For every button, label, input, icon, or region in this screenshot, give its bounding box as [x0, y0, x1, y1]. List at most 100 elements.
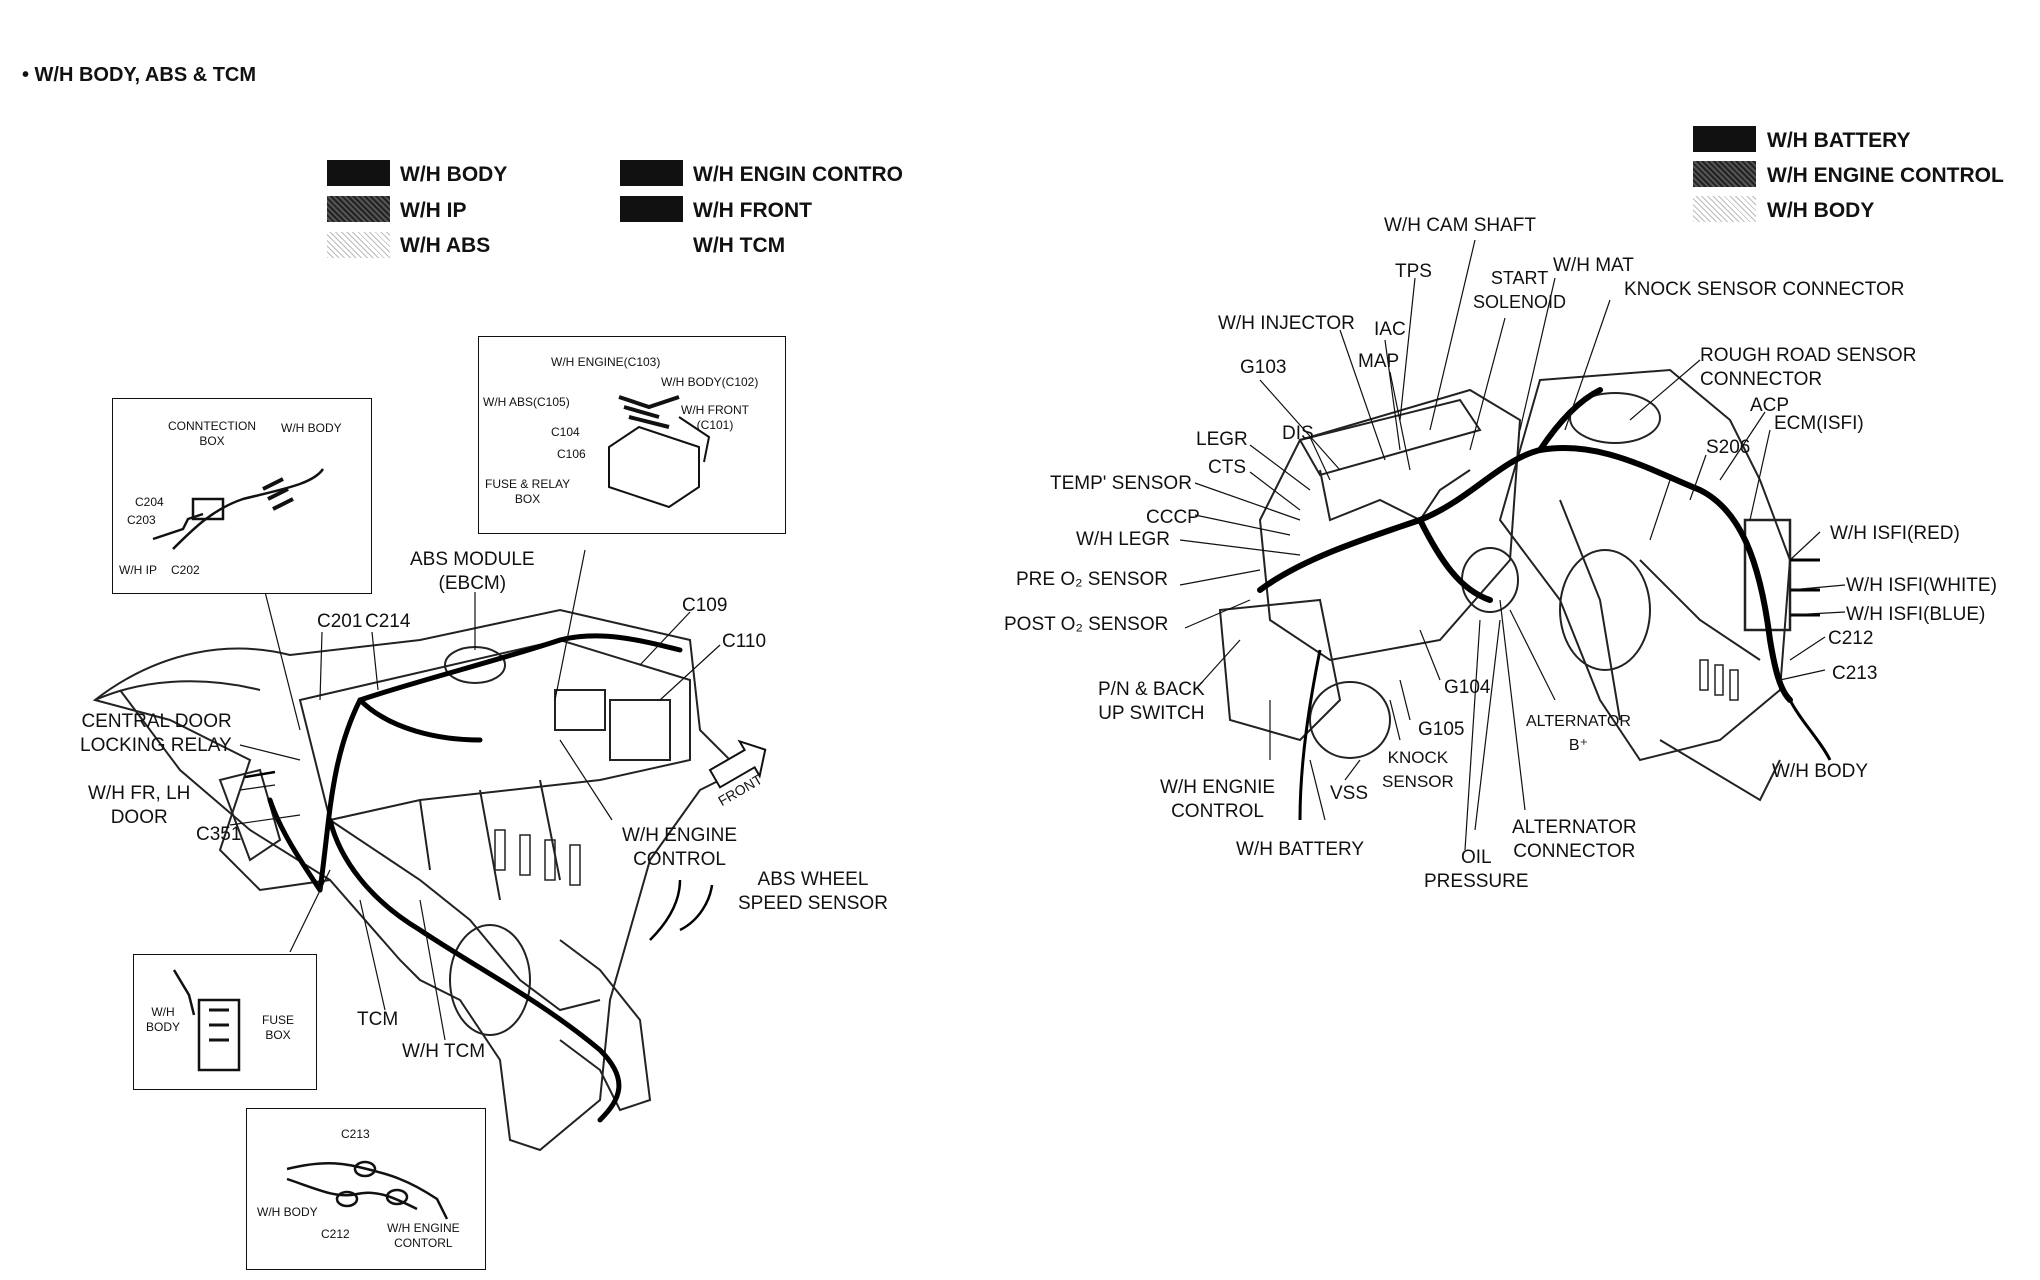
conn-c204-label: C204: [135, 495, 164, 509]
label-oil-pressure: OIL PRESSURE: [1424, 847, 1529, 892]
conn-wh-ip-label: W/H IP: [119, 563, 157, 577]
label-c213-right: C213: [1832, 663, 1878, 684]
engine-control-wire: [649, 879, 682, 941]
door-frame-left: [218, 768, 282, 862]
harness-body-left: [317, 633, 683, 893]
c213-inset-wh-body-label: W/H BODY: [257, 1205, 318, 1219]
label-tcm: TCM: [357, 1009, 399, 1030]
fuse-c104-label: C104: [551, 425, 580, 439]
label-wh-isfi-white: W/H ISFI(WHITE): [1846, 575, 1997, 596]
wheel-well-right: [1559, 549, 1651, 671]
label-g103: G103: [1240, 357, 1287, 378]
label-ecm-isfi: ECM(ISFI): [1774, 413, 1864, 434]
c213-inset-wh-engine-label: W/H ENGINE CONTORL: [387, 1221, 460, 1250]
label-legr: LEGR: [1196, 429, 1248, 450]
fusebox-box-label: FUSE BOX: [262, 1013, 295, 1042]
legend-label-wh-battery: W/H BATTERY: [1767, 129, 1911, 152]
label-dis: DIS: [1282, 423, 1314, 444]
inset-c213: C213 W/H BODY C212 W/H ENGINE CONTORL: [246, 1108, 486, 1270]
legend-swatch-wh-engin-contro: [620, 160, 683, 186]
label-map: MAP: [1358, 351, 1400, 372]
strut-top-right: [1569, 392, 1661, 444]
fuse-box-label: FUSE & RELAY BOX: [485, 477, 571, 506]
fuse-c106-label: C106: [557, 447, 586, 461]
label-wh-tcm: W/H TCM: [402, 1041, 486, 1062]
right-strut-tower: [1498, 368, 1792, 762]
fuse-engine-label: W/H ENGINE(C103): [551, 355, 661, 369]
label-wh-legr: W/H LEGR: [1076, 529, 1170, 550]
conn-c203-label: C203: [127, 513, 156, 527]
c213-inset-c213-label: C213: [341, 1127, 370, 1141]
label-post-o2-sensor: POST O₂ SENSOR: [1004, 614, 1169, 635]
wheel-arch-left: [449, 924, 531, 1036]
fender-left: [94, 680, 331, 881]
label-wh-fr-lh-door: W/H FR, LH DOOR: [88, 783, 191, 828]
wh-fr-door-wire: [244, 770, 276, 779]
legend-swatch-wh-body: [327, 160, 390, 186]
conn-wh-body-label: W/H BODY: [281, 421, 342, 435]
label-tps: TPS: [1395, 261, 1432, 282]
harness-branch-left-1: [357, 697, 483, 743]
label-abs-module: ABS MODULE (EBCM): [410, 549, 535, 594]
label-knock-sensor: KNOCK SENSOR: [1382, 748, 1454, 791]
label-alternator-b: ALTERNATOR B⁺: [1526, 713, 1631, 754]
legend-swatch-wh-front: [620, 196, 683, 222]
legend-label-wh-engine-control: W/H ENGINE CONTROL: [1767, 164, 2004, 187]
legend-label-wh-front: W/H FRONT: [693, 199, 812, 222]
fuse-body-label: W/H BODY(C102): [661, 375, 759, 389]
legend-label-wh-ip: W/H IP: [400, 199, 467, 222]
front-rail-left: [559, 939, 652, 1112]
label-c201: C201: [317, 611, 363, 632]
label-c214: C214: [365, 611, 411, 632]
label-wh-engnie-control: W/H ENGNIE CONTROL: [1160, 777, 1276, 822]
legend-label-wh-abs: W/H ABS: [400, 234, 491, 257]
legend-label-wh-body-2: W/H BODY: [1767, 199, 1875, 222]
intake-manifold: [1319, 469, 1471, 522]
label-c109: C109: [682, 595, 728, 616]
harness-engine-right: [1257, 445, 1793, 703]
abs-wheel-wire: [679, 884, 714, 932]
fuse-front-label: W/H FRONT (C101): [681, 403, 749, 432]
label-pn-backup-switch: P/N & BACK UP SWITCH: [1098, 679, 1205, 724]
label-g105: G105: [1418, 719, 1465, 740]
label-cts: CTS: [1208, 457, 1246, 478]
inner-fender-right: [1559, 499, 1761, 721]
slot-group-right: [1699, 659, 1739, 701]
label-vss: VSS: [1330, 783, 1369, 804]
label-acp: ACP: [1750, 395, 1790, 416]
label-wh-injector: W/H INJECTOR: [1218, 313, 1355, 334]
fuse-abs-label: W/H ABS(C105): [483, 395, 570, 409]
body-outline-left: [92, 608, 742, 1152]
legend-label-wh-engin-contro: W/H ENGIN CONTRO: [693, 163, 903, 186]
frame-rail-right: [1659, 739, 1781, 802]
conn-box-label: CONNTECTION BOX: [168, 419, 256, 448]
label-pre-o2-sensor: PRE O₂ SENSOR: [1016, 569, 1169, 590]
legend-swatch-wh-engine-control: [1693, 161, 1756, 187]
legend-swatch-wh-ip: [327, 196, 390, 222]
label-c212-right: C212: [1828, 628, 1874, 649]
label-c110: C110: [722, 631, 767, 652]
cylinder-head: [1298, 398, 1482, 477]
label-wh-isfi-blue: W/H ISFI(BLUE): [1846, 604, 1986, 625]
label-wh-engine-control-left: W/H ENGINE CONTROL: [622, 825, 738, 870]
legend-label-wh-body: W/H BODY: [400, 163, 508, 186]
label-alternator-connector: ALTERNATOR CONNECTOR: [1512, 817, 1637, 862]
legend-swatch-wh-body-2: [1693, 196, 1756, 222]
label-wh-cam-shaft: W/H CAM SHAFT: [1384, 215, 1536, 236]
label-rough-road-sensor: ROUGH ROAD SENSOR CONNECTOR: [1700, 345, 1917, 390]
engine-block: [1258, 388, 1522, 662]
harness-branch-right-2: [1537, 387, 1603, 453]
label-wh-battery-right: W/H BATTERY: [1236, 839, 1365, 860]
harness-branch-left-2: [327, 817, 622, 1123]
label-c351: C351: [196, 824, 242, 845]
label-s206: S206: [1706, 437, 1751, 458]
label-g104: G104: [1444, 677, 1491, 698]
panel-slots-left: [494, 829, 581, 886]
conn-c202-label: C202: [171, 563, 200, 577]
label-wh-mat: W/H MAT: [1553, 255, 1634, 276]
inset-fuse-box: W/H BODY FUSE BOX: [133, 954, 317, 1090]
legend-swatch-wh-abs: [327, 232, 390, 258]
page-title: • W/H BODY, ABS & TCM: [22, 64, 257, 86]
legend-label-wh-tcm: W/H TCM: [693, 234, 786, 257]
